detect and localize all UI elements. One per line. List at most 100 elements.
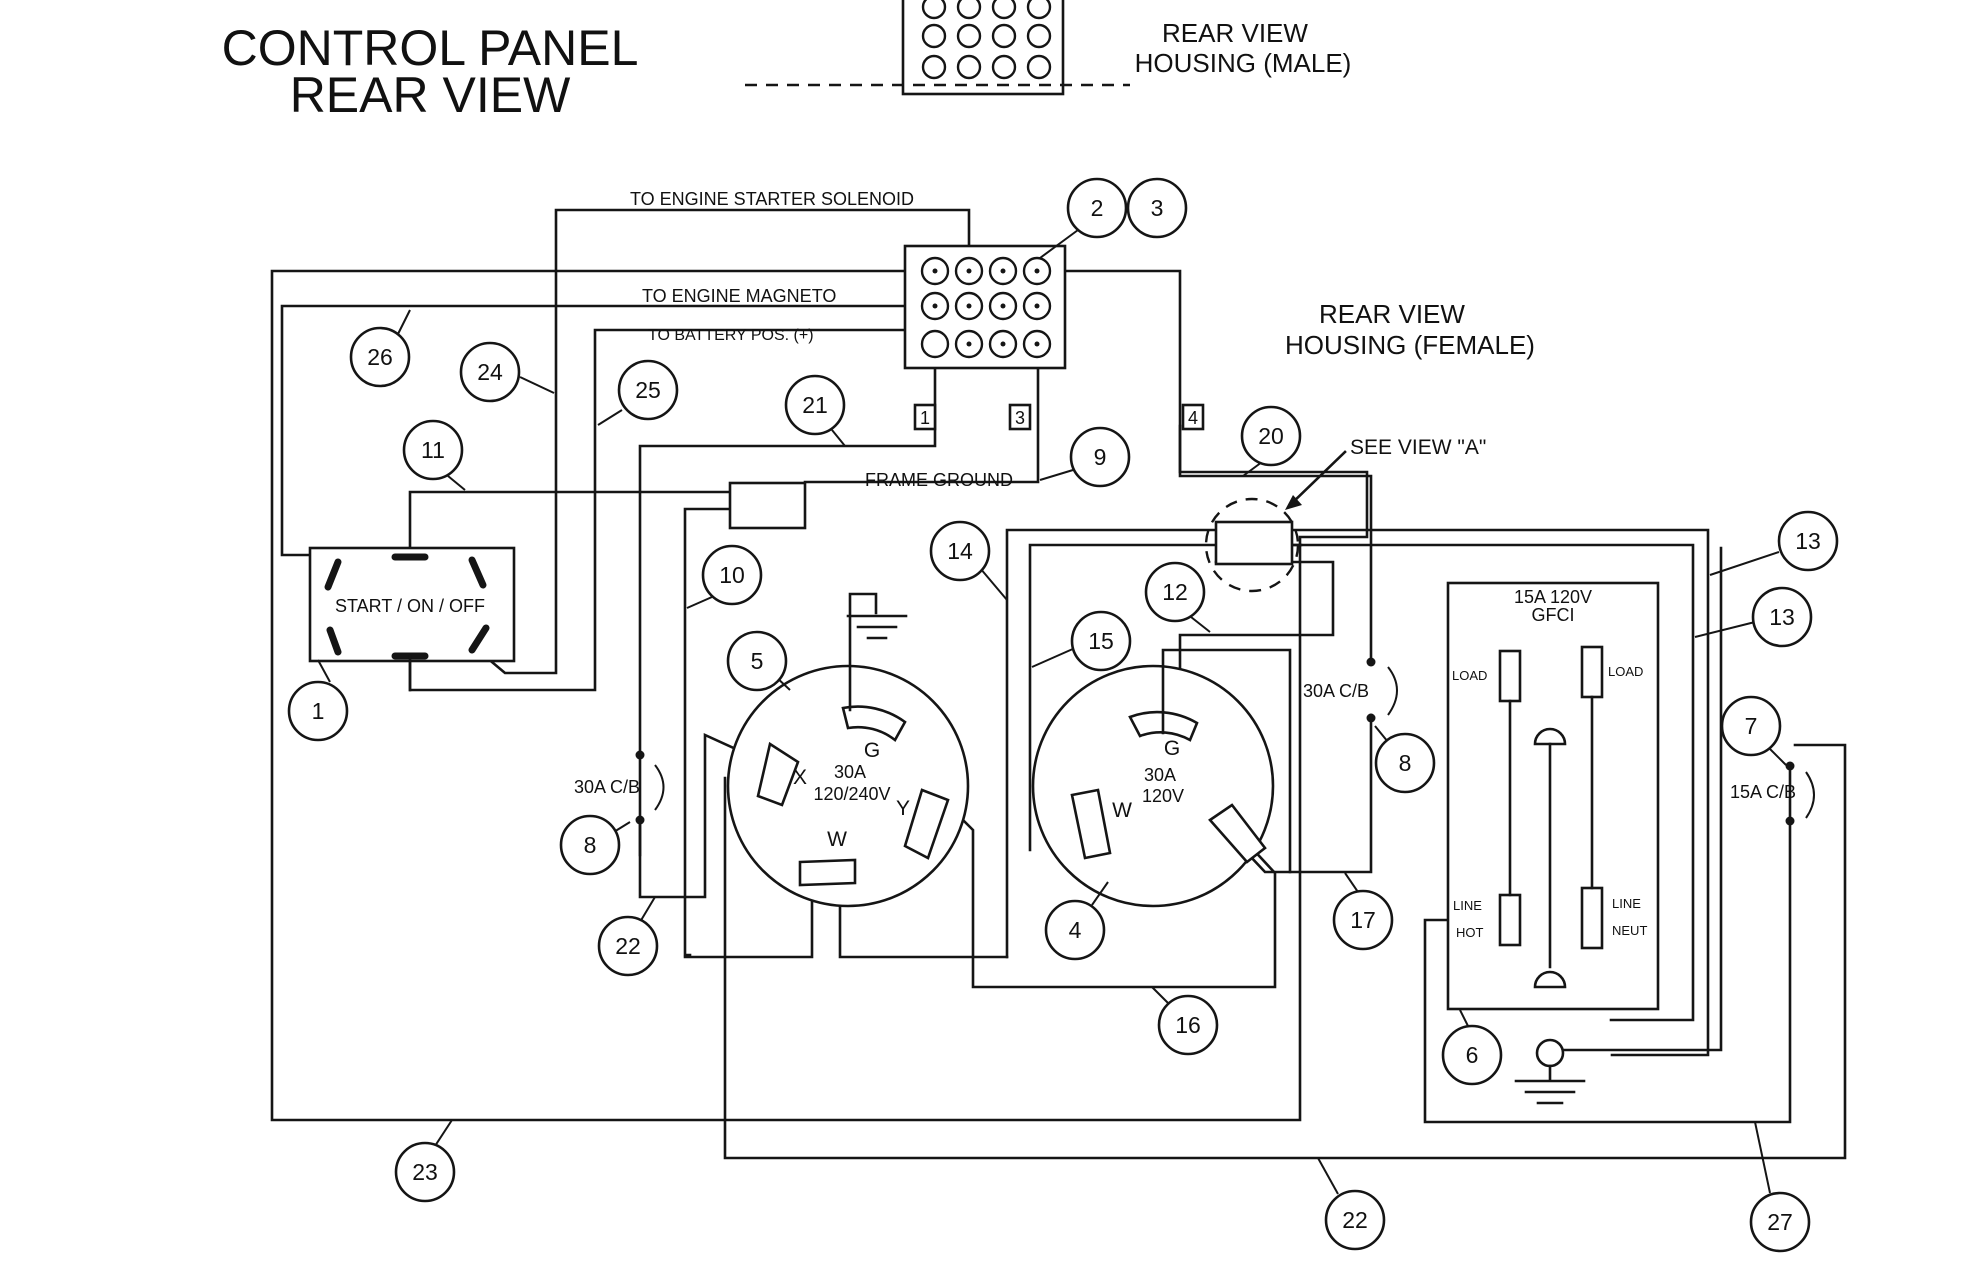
svg-text:13: 13 (1769, 604, 1795, 630)
breaker-gfci-label: 15A C/B (1730, 782, 1796, 802)
gfci-title-2: GFCI (1532, 605, 1575, 625)
callout-17: 17 (1332, 889, 1394, 951)
svg-text:21: 21 (802, 392, 828, 418)
svg-text:1: 1 (312, 698, 325, 724)
svg-text:23: 23 (412, 1159, 438, 1185)
breaker-gfci (1785, 761, 1815, 826)
callout-10: 10 (701, 544, 763, 606)
svg-text:22: 22 (615, 933, 641, 959)
male-housing-label-line2: HOUSING (MALE) (1135, 48, 1352, 78)
svg-text:16: 16 (1175, 1012, 1201, 1038)
left-rcpt-g: G (864, 739, 880, 762)
svg-text:3: 3 (1151, 195, 1164, 221)
receptacle-120-240v (726, 592, 970, 908)
start-on-off-switch (308, 546, 516, 692)
female-housing-label-line2: HOUSING (FEMALE) (1285, 330, 1535, 360)
callout-7: 7 (1720, 695, 1782, 757)
callout-25: 25 (617, 359, 679, 421)
callout-20: 20 (1240, 405, 1302, 467)
svg-text:25: 25 (635, 377, 661, 403)
svg-text:7: 7 (1745, 713, 1758, 739)
pin-tag-3: 3 (1015, 408, 1025, 428)
pin-tag-4: 4 (1188, 408, 1198, 428)
left-rcpt-voltage: 120/240V (813, 784, 890, 804)
callout-16: 16 (1157, 994, 1219, 1056)
gfci-receptacle (1446, 581, 1660, 1105)
frame-ground-label: FRAME GROUND (865, 470, 1013, 490)
breaker-left-label: 30A C/B (574, 777, 640, 797)
switch-label: START / ON / OFF (335, 596, 485, 616)
view-a-block (1214, 520, 1294, 566)
callout-6: 6 (1441, 1024, 1503, 1086)
svg-text:2: 2 (1091, 195, 1104, 221)
callout-22-lower: 22 (1324, 1189, 1386, 1251)
pin-tag-1: 1 (920, 408, 930, 428)
callout-22-upper: 22 (597, 915, 659, 977)
frame-ground-block (728, 481, 807, 530)
callout-14: 14 (929, 520, 991, 582)
svg-text:8: 8 (1399, 750, 1412, 776)
svg-text:11: 11 (421, 437, 445, 463)
gfci-title-1: 15A 120V (1514, 587, 1592, 607)
svg-text:4: 4 (1069, 917, 1082, 943)
svg-text:27: 27 (1767, 1209, 1793, 1235)
callout-13-b: 13 (1751, 586, 1813, 648)
view-a-circle (1204, 497, 1300, 593)
svg-text:10: 10 (719, 562, 745, 588)
diagram-title-line2: REAR VIEW (290, 67, 571, 123)
callout-4: 4 (1044, 899, 1106, 961)
svg-text:5: 5 (751, 648, 764, 674)
gfci-load-right: LOAD (1608, 664, 1643, 679)
callout-13-a: 13 (1777, 510, 1839, 572)
diagram-title-line1: CONTROL PANEL (222, 20, 639, 76)
callout-2: 2 (1066, 177, 1128, 239)
engine-magneto-label: TO ENGINE MAGNETO (642, 286, 836, 306)
gfci-neut: NEUT (1612, 923, 1647, 938)
svg-text:20: 20 (1258, 423, 1284, 449)
callout-21: 21 (784, 374, 846, 436)
gfci-line-left: LINE (1453, 898, 1482, 913)
pin-tags (913, 403, 1205, 431)
svg-text:8: 8 (584, 832, 597, 858)
gfci-hot: HOT (1456, 925, 1484, 940)
left-rcpt-rating: 30A (834, 762, 866, 782)
svg-text:6: 6 (1466, 1042, 1479, 1068)
callout-8-right: 8 (1374, 732, 1436, 794)
gfci-load-left: LOAD (1452, 668, 1487, 683)
callout-12: 12 (1144, 561, 1206, 623)
receptacle-120v (1031, 648, 1292, 908)
left-rcpt-w: W (827, 828, 847, 851)
starter-solenoid-label: TO ENGINE STARTER SOLENOID (630, 189, 914, 209)
right-rcpt-w: W (1112, 799, 1132, 822)
see-view-label: SEE VIEW "A" (1350, 436, 1486, 459)
gfci-line-right: LINE (1612, 896, 1641, 911)
male-housing-label-line1: REAR VIEW (1162, 18, 1308, 48)
breaker-right-label: 30A C/B (1303, 681, 1369, 701)
left-rcpt-x: X (793, 766, 807, 789)
callout-15: 15 (1070, 610, 1132, 672)
callout-1: 1 (287, 680, 349, 742)
callout-24: 24 (459, 341, 521, 403)
callout-3: 3 (1126, 177, 1188, 239)
right-rcpt-g: G (1164, 737, 1180, 760)
right-rcpt-rating: 30A (1144, 765, 1176, 785)
svg-text:13: 13 (1795, 528, 1821, 554)
svg-text:14: 14 (947, 538, 973, 564)
callouts: 2 3 26 24 25 21 11 9 20 1 10 14 15 12 13… (287, 177, 1839, 1253)
svg-text:15: 15 (1088, 628, 1114, 654)
callout-11: 11 (402, 419, 464, 481)
svg-text:12: 12 (1162, 579, 1188, 605)
breaker-left (635, 750, 665, 825)
callout-8-left: 8 (559, 814, 621, 876)
svg-text:17: 17 (1350, 907, 1376, 933)
svg-text:22: 22 (1342, 1207, 1368, 1233)
callout-23: 23 (394, 1141, 456, 1203)
svg-text:26: 26 (367, 344, 393, 370)
right-rcpt-voltage: 120V (1142, 786, 1184, 806)
female-housing-label-line1: REAR VIEW (1319, 299, 1465, 329)
callout-5: 5 (726, 630, 788, 692)
battery-pos-label: TO BATTERY POS. (+) (648, 327, 814, 344)
callout-26: 26 (349, 326, 411, 388)
female-housing (903, 244, 1067, 370)
